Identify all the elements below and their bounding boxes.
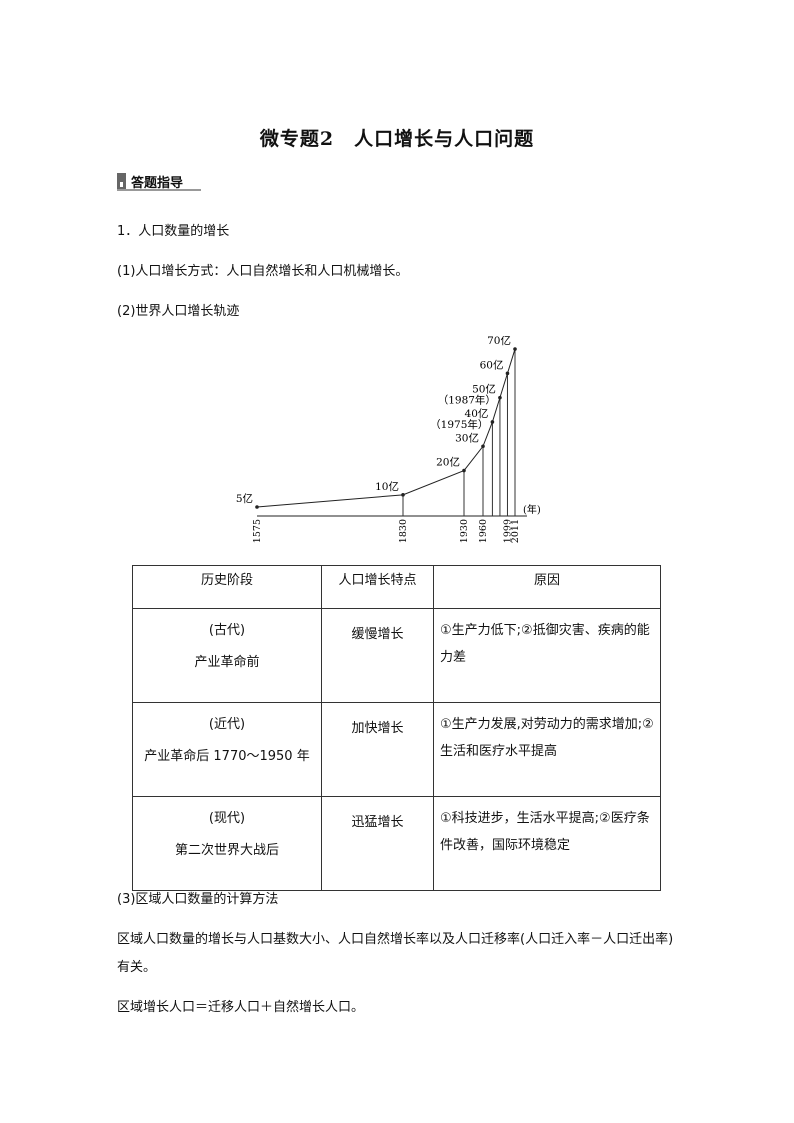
- year-note: （1975年）: [430, 418, 488, 431]
- tick-label: 2011: [510, 519, 521, 543]
- section-marker-icon: [117, 173, 126, 189]
- stage-label: 产业革命后 1770～1950 年: [144, 749, 310, 764]
- point-label: 20亿: [436, 456, 460, 469]
- feature-cell: 迅猛增长: [321, 796, 434, 891]
- point-label: 5亿: [236, 492, 253, 505]
- paragraph-growth-factors: 区域人口数量的增长与人口基数大小、人口自然增长率以及人口迁移率(人口迁入率－人口…: [117, 932, 674, 975]
- data-point: [255, 505, 259, 509]
- data-point: [462, 468, 466, 473]
- axis-unit-label: (年): [523, 503, 541, 516]
- tick-label: 1930: [459, 519, 470, 543]
- data-point: [481, 444, 485, 449]
- feature-cell: 缓慢增长: [321, 608, 434, 703]
- reason-cell: ①科技进步，生活水平提高;②医疗条件改善，国际环境稳定: [433, 796, 661, 891]
- point-label: 50亿: [472, 383, 496, 396]
- data-point: [513, 347, 517, 351]
- item-calculation-method: (3)区域人口数量的计算方法: [117, 892, 279, 907]
- era-label: (近代): [208, 717, 246, 732]
- data-point: [401, 493, 405, 497]
- paragraph-growth-formula: 区域增长人口＝迁移人口＋自然增长人口。: [117, 1000, 365, 1015]
- point-label: 30亿: [455, 431, 479, 444]
- point-label: 70亿: [487, 336, 511, 347]
- stage-cell: (现代) 第二次世界大战后: [132, 796, 322, 891]
- reason-cell: ①生产力低下;②抵御灾害、疾病的能力差: [433, 608, 661, 703]
- point-label: 40亿: [465, 407, 489, 420]
- tick-label: 1999: [502, 519, 513, 543]
- era-label: (古代): [208, 623, 246, 638]
- table-row: (古代) 产业革命前 缓慢增长 ①生产力低下;②抵御灾害、疾病的能力差: [132, 608, 661, 703]
- table-row: (现代) 第二次世界大战后 迅猛增长 ①科技进步，生活水平提高;②医疗条件改善，…: [132, 796, 661, 891]
- population-chart: 5亿 10亿 20亿 30亿 40亿（1975年） 50亿（1987年） 60亿 70亿 157…: [236, 336, 541, 543]
- population-curve: [256, 348, 516, 508]
- era-label: (现代): [208, 811, 246, 826]
- feature-cell: 加快增长: [321, 702, 434, 797]
- stage-cell: (古代) 产业革命前: [132, 608, 322, 703]
- table-header-row: 历史阶段 人口增长特点 原因: [132, 565, 661, 609]
- heading-population-growth: 1．人口数量的增长: [117, 224, 230, 239]
- tick-label: 1830: [398, 519, 409, 543]
- data-point: [490, 420, 495, 424]
- point-label: 10亿: [375, 480, 399, 493]
- stage-label: 产业革命前: [194, 655, 260, 670]
- reason-cell: ①生产力发展,对劳动力的需求增加;②生活和医疗水平提高: [433, 702, 661, 797]
- table-row: (近代) 产业革命后 1770～1950 年 加快增长 ①生产力发展,对劳动力的…: [132, 702, 661, 797]
- point-label: 60亿: [480, 358, 504, 371]
- tick-label: 1575: [252, 519, 263, 543]
- history-stage-table: 历史阶段 人口增长特点 原因 (古代) 产业革命前 缓慢增长 ①生产力低下;②抵…: [132, 565, 661, 891]
- section-tag: 答题指导: [117, 172, 201, 191]
- item-world-trajectory: (2)世界人口增长轨迹: [117, 304, 240, 319]
- page-title: 微专题2 人口增长与人口问题: [259, 128, 535, 150]
- stage-cell: (近代) 产业革命后 1770～1950 年: [132, 702, 322, 797]
- data-point: [505, 371, 510, 376]
- header-stage: 历史阶段: [132, 565, 322, 609]
- year-note: （1987年）: [438, 394, 496, 407]
- section-underline: [117, 189, 201, 191]
- data-point: [498, 395, 502, 400]
- header-feature: 人口增长特点: [321, 565, 434, 609]
- stage-label: 第二次世界大战后: [174, 843, 279, 858]
- tick-label: 1960: [478, 519, 489, 543]
- header-reason: 原因: [433, 565, 661, 609]
- item-growth-modes: (1)人口增长方式：人口自然增长和人口机械增长。: [117, 264, 409, 279]
- section-tag-label: 答题指导: [131, 175, 184, 191]
